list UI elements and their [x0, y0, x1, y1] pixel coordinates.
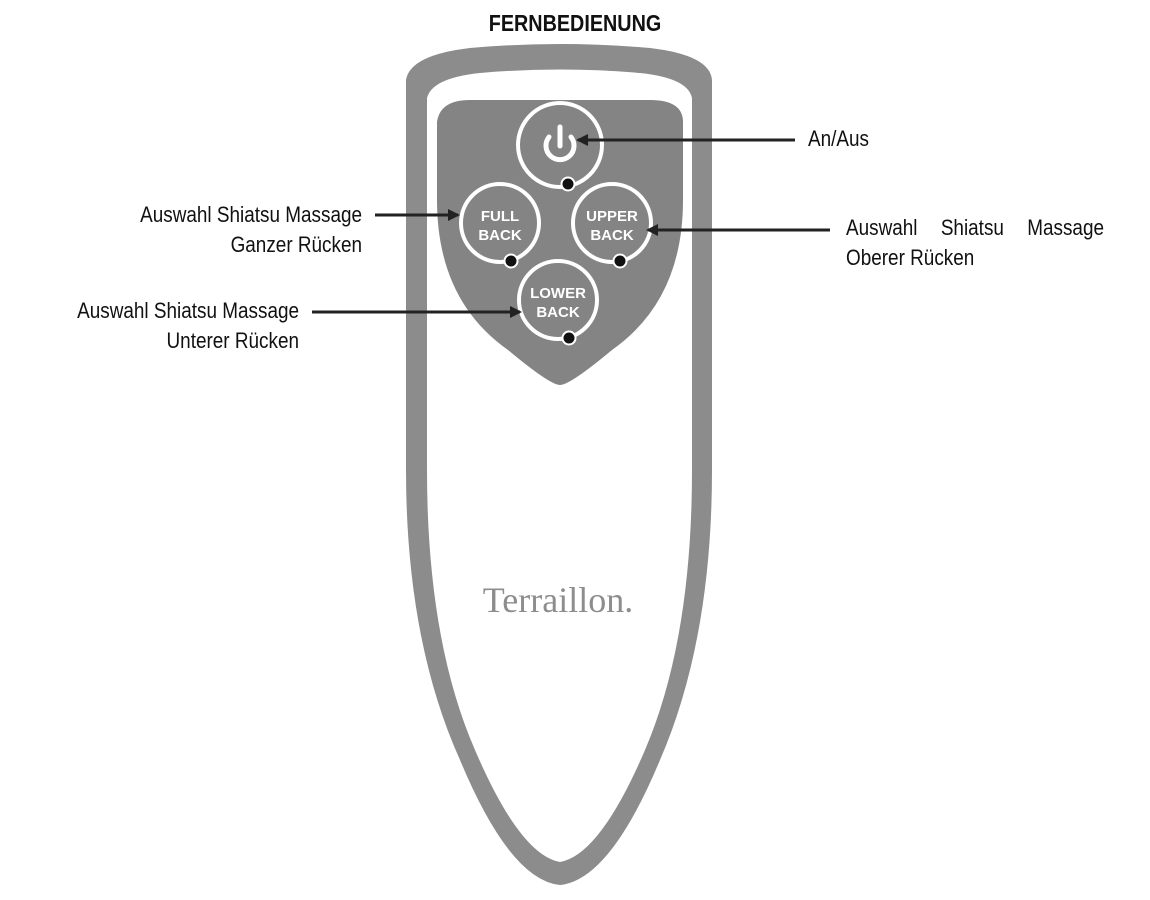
upper-back-callout-line2: Oberer Rücken — [846, 245, 975, 270]
control-panel — [437, 100, 683, 385]
upper-back-indicator-led — [612, 253, 628, 269]
full-back-callout-line1: Auswahl Shiatsu Massage — [140, 202, 362, 227]
power-callout-line1: An/Aus — [808, 126, 870, 151]
power-indicator-led — [560, 176, 576, 192]
power-button[interactable] — [516, 101, 604, 192]
diagram-title: FERNBEDIENUNG — [488, 10, 662, 36]
full-back-callout-label: Auswahl Shiatsu Massage Ganzer Rücken — [140, 200, 362, 260]
upper-back-callout-line1: Auswahl Shiatsu Massage — [846, 215, 1104, 240]
full-back-button[interactable]: FULL BACK — [459, 182, 541, 269]
power-icon — [543, 124, 577, 163]
lower-back-button-line1: LOWER — [530, 285, 586, 302]
lower-back-button[interactable]: LOWER BACK — [517, 259, 599, 346]
upper-back-button-line2: BACK — [590, 227, 633, 244]
full-back-button-line2: BACK — [478, 227, 521, 244]
lower-back-callout-line1: Auswahl Shiatsu Massage — [77, 298, 299, 323]
upper-back-callout-label: Auswahl Shiatsu Massage Oberer Rücken — [846, 213, 1104, 273]
full-back-button-line1: FULL — [481, 208, 519, 225]
upper-back-button[interactable]: UPPER BACK — [571, 182, 653, 269]
full-back-callout-line2: Ganzer Rücken — [230, 232, 362, 257]
lower-back-button-line2: BACK — [536, 304, 579, 321]
brand-logo: Terraillon. — [483, 580, 633, 620]
upper-back-button-line1: UPPER — [586, 208, 638, 225]
lower-back-callout-label: Auswahl Shiatsu Massage Unterer Rücken — [77, 296, 299, 356]
full-back-indicator-led — [503, 253, 519, 269]
lower-back-indicator-led — [561, 330, 577, 346]
lower-back-callout-line2: Unterer Rücken — [166, 328, 299, 353]
power-callout-label: An/Aus — [808, 124, 869, 154]
